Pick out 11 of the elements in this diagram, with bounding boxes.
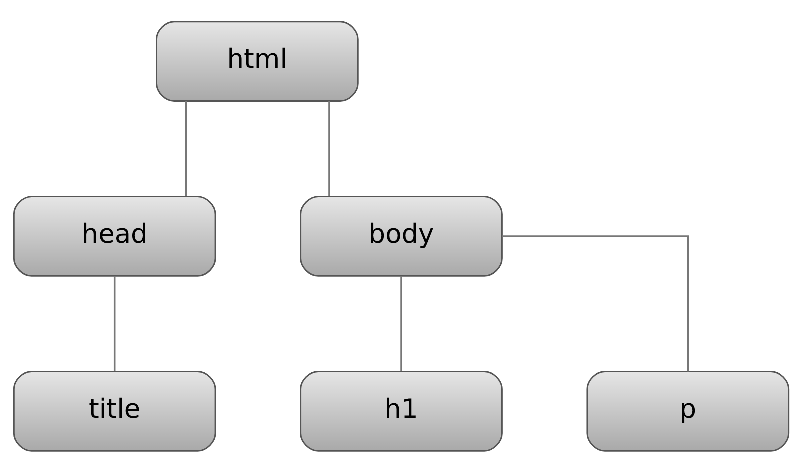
connector [114, 276, 116, 371]
node-box: p [586, 370, 790, 452]
connector [502, 235, 690, 372]
connector [185, 100, 188, 196]
connector [400, 276, 402, 371]
node-box: h1 [300, 370, 503, 452]
node-box: head [13, 196, 216, 276]
node-box: html [156, 20, 359, 102]
node-box: title [13, 370, 216, 452]
connector [328, 100, 330, 196]
node-box: body [300, 196, 503, 276]
